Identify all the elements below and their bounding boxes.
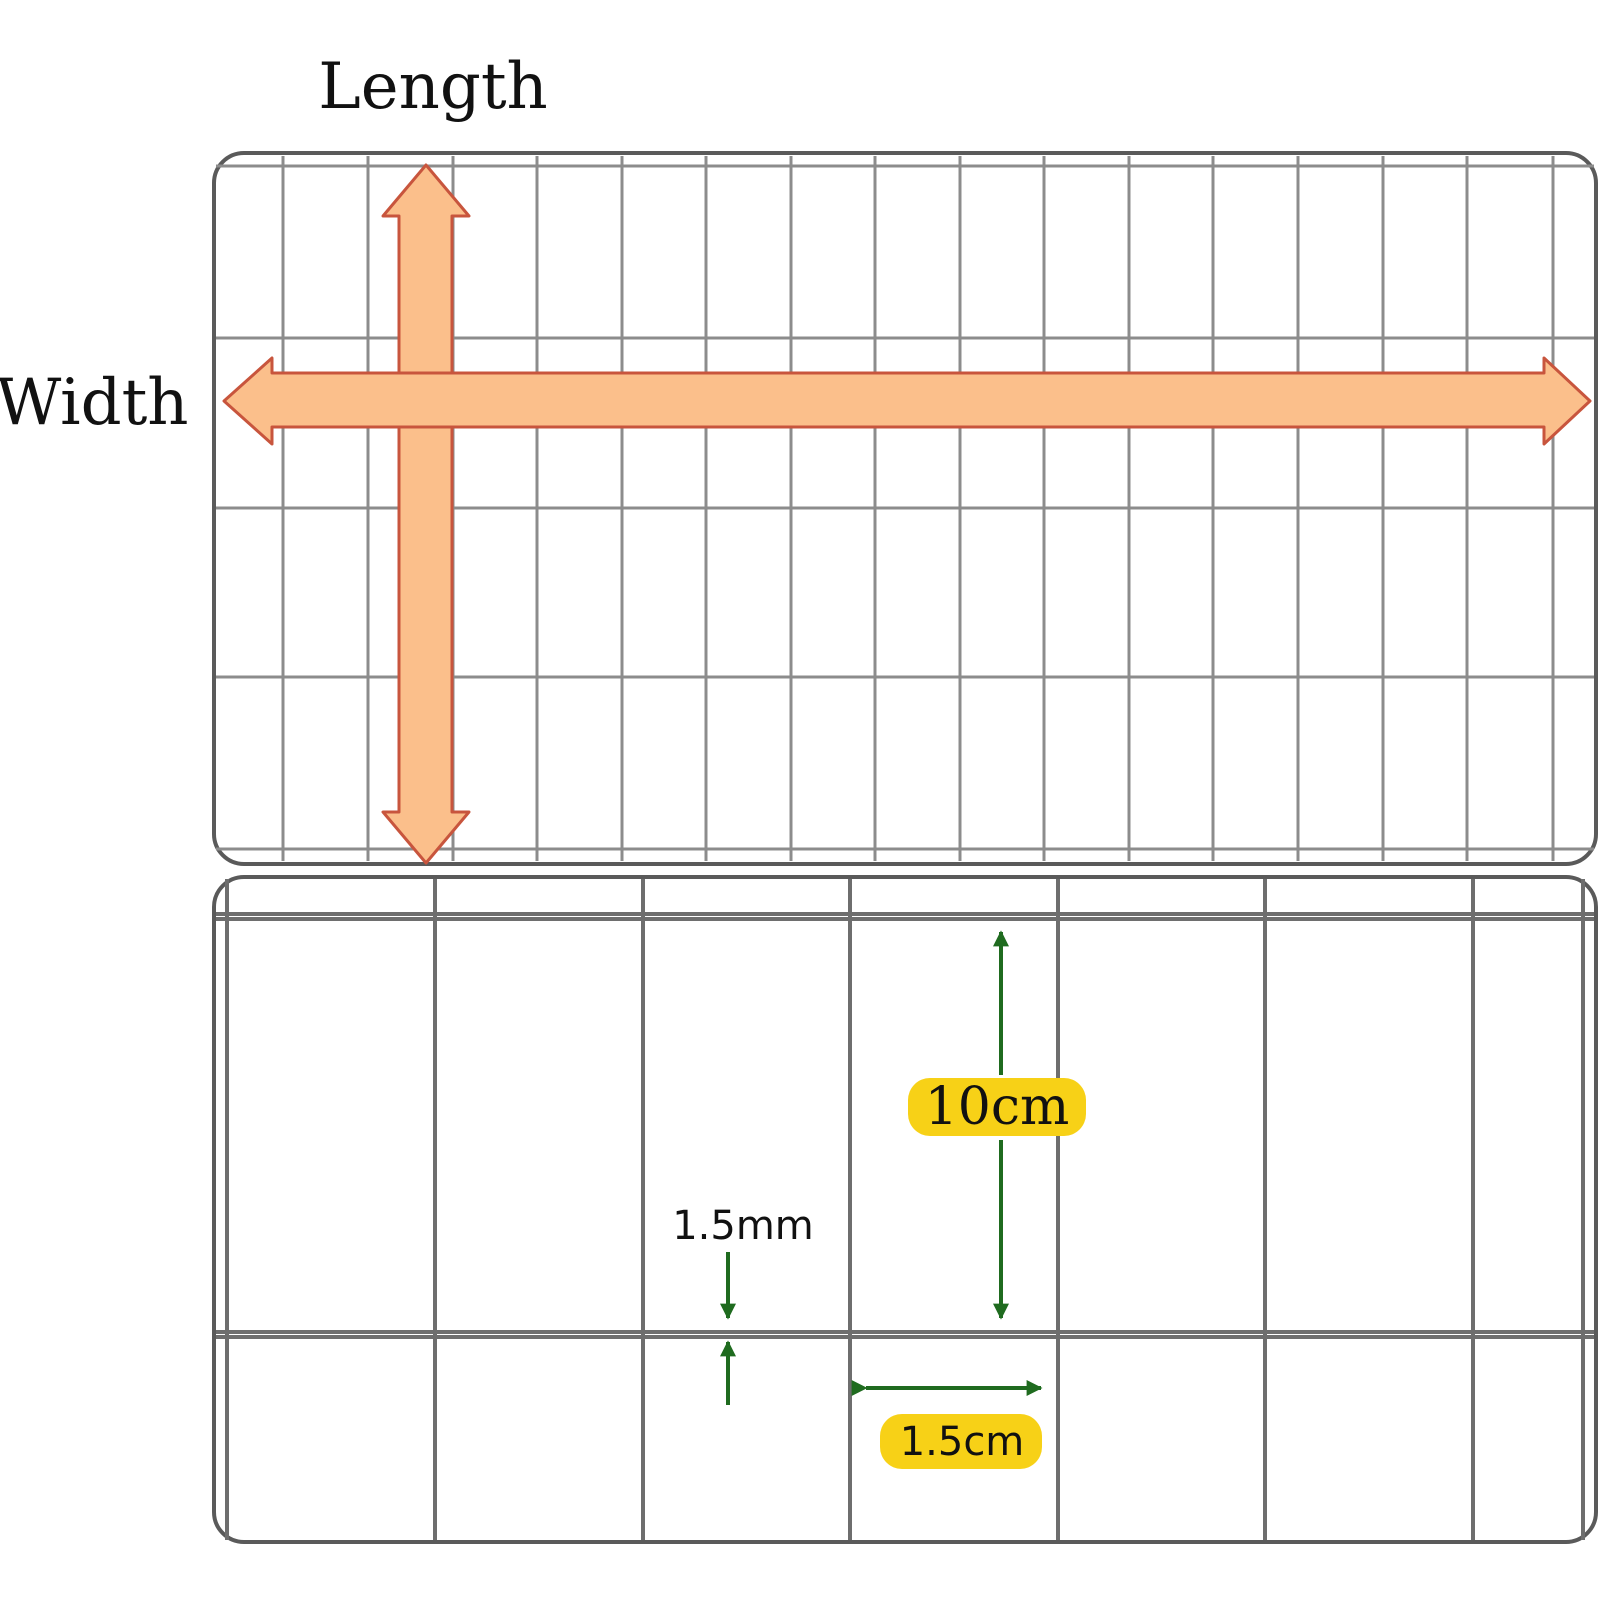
height-badge xyxy=(908,1078,1086,1136)
length-arrow-icon xyxy=(381,163,471,865)
spacing-badge xyxy=(880,1414,1042,1469)
bottom-grid-panel xyxy=(212,875,1598,1544)
gap-dimension: 1.5mm xyxy=(672,1203,814,1405)
spacing-dimension: 1.5cm xyxy=(851,1380,1043,1469)
bottom-panel-grid-lines xyxy=(216,879,1594,1540)
height-dimension: 10cm xyxy=(908,930,1086,1320)
height-label: 10cm xyxy=(925,1077,1070,1137)
gap-label: 1.5mm xyxy=(672,1203,814,1249)
bottom-panel-outline xyxy=(212,875,1598,1544)
length-label: Length xyxy=(318,50,548,124)
spacing-label: 1.5cm xyxy=(900,1419,1025,1465)
arrow-cross-center xyxy=(400,374,451,426)
width-arrow-icon xyxy=(222,356,1592,446)
width-label: Width xyxy=(0,366,189,440)
